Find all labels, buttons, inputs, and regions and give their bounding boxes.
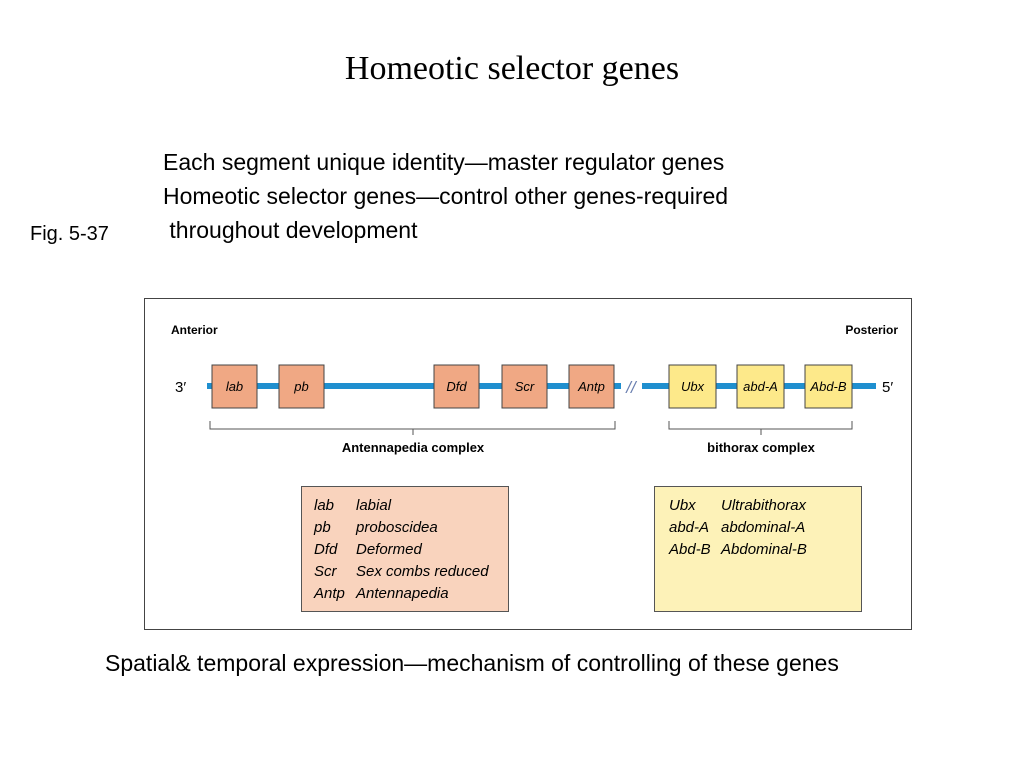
gene-map-svg: Anterior Posterior // 3′ 5′ lab pb Dfd S… bbox=[171, 323, 898, 455]
legend-name: Sex combs reduced bbox=[356, 563, 489, 580]
gene-box bbox=[804, 364, 853, 409]
gene-box bbox=[668, 364, 717, 409]
legend-row: Dfd Deformed bbox=[314, 539, 508, 561]
legend-abbr: Scr bbox=[314, 563, 337, 580]
gene-ubx: Ubx bbox=[668, 364, 717, 409]
gene-complex-diagram: Anterior Posterior // 3′ 5′ lab pb Dfd S… bbox=[144, 298, 912, 630]
legend-row: Scr Sex combs reduced bbox=[314, 561, 508, 583]
gene-label: Scr bbox=[515, 379, 535, 394]
slide-title: Homeotic selector genes bbox=[344, 50, 680, 87]
gene-scr: Scr bbox=[501, 364, 548, 409]
legend-abbr: Abd-B bbox=[669, 541, 711, 558]
gene-label: Dfd bbox=[446, 379, 467, 394]
gene-dfd: Dfd bbox=[433, 364, 480, 409]
figure-reference: Fig. 5-37 bbox=[30, 223, 109, 245]
legend-name: Ultrabithorax bbox=[721, 497, 807, 514]
gene-box bbox=[736, 364, 785, 409]
legend-row: pb proboscidea bbox=[314, 517, 508, 539]
gene-label: Antp bbox=[577, 379, 605, 394]
legend-row: Antp Antennapedia bbox=[314, 583, 508, 605]
caption: Spatial& temporal expression—mechanism o… bbox=[105, 650, 839, 676]
gene-box bbox=[568, 364, 615, 409]
legend-row: Ubx Ultrabithorax bbox=[669, 495, 861, 517]
bithorax-bracket bbox=[668, 421, 853, 435]
legend-name: Abdominal-B bbox=[721, 541, 807, 558]
bullet-line-2: Homeotic selector genes—control other ge… bbox=[163, 183, 729, 209]
five-prime-label: 5′ bbox=[882, 379, 893, 396]
legend-row: Abd-B Abdominal-B bbox=[669, 539, 861, 561]
gene-box bbox=[211, 364, 258, 409]
gene-label: abd-A bbox=[743, 379, 778, 394]
legend-abbr: Antp bbox=[314, 585, 345, 602]
gene-pb: pb bbox=[278, 364, 325, 409]
posterior-label: Posterior bbox=[845, 323, 898, 337]
bullet-line-1: Each segment unique identity—master regu… bbox=[163, 149, 725, 175]
gene-box bbox=[278, 364, 325, 409]
bullet-line-3: throughout development bbox=[163, 217, 418, 243]
gene-lab: lab bbox=[211, 364, 258, 409]
legend-name: Antennapedia bbox=[356, 585, 449, 602]
legend-name: labial bbox=[356, 497, 392, 514]
legend-abbr: lab bbox=[314, 497, 335, 514]
legend-abbr: pb bbox=[314, 519, 331, 536]
three-prime-label: 3′ bbox=[175, 379, 186, 396]
gene-label: Abd-B bbox=[809, 379, 846, 394]
legend-name: abdominal-A bbox=[721, 519, 806, 536]
bithorax-complex-label: bithorax complex bbox=[707, 440, 815, 455]
gene-label: pb bbox=[293, 379, 308, 394]
legend-abbr: Dfd bbox=[314, 541, 338, 558]
legend-row: lab labial bbox=[314, 495, 508, 517]
antennapedia-bracket bbox=[209, 421, 616, 435]
legend-name: Deformed bbox=[356, 541, 422, 558]
chromosome-break-mark: // bbox=[625, 378, 638, 397]
gene-abd-b: Abd-B bbox=[804, 364, 853, 409]
gene-box bbox=[501, 364, 548, 409]
gene-antp: Antp bbox=[568, 364, 615, 409]
legend-abbr: abd-A bbox=[669, 519, 710, 536]
gene-label: lab bbox=[226, 379, 243, 394]
legend-row: abd-A abdominal-A bbox=[669, 517, 861, 539]
anterior-label: Anterior bbox=[171, 323, 218, 337]
gene-abd-a: abd-A bbox=[736, 364, 785, 409]
legend-name: proboscidea bbox=[356, 519, 438, 536]
bullet-list: Each segment unique identity—master regu… bbox=[163, 145, 728, 247]
legend-abbr: Ubx bbox=[669, 497, 696, 514]
chromosome-line-left bbox=[207, 383, 621, 389]
gene-box bbox=[433, 364, 480, 409]
gene-label: Ubx bbox=[681, 379, 705, 394]
antennapedia-complex-label: Antennapedia complex bbox=[342, 440, 485, 455]
